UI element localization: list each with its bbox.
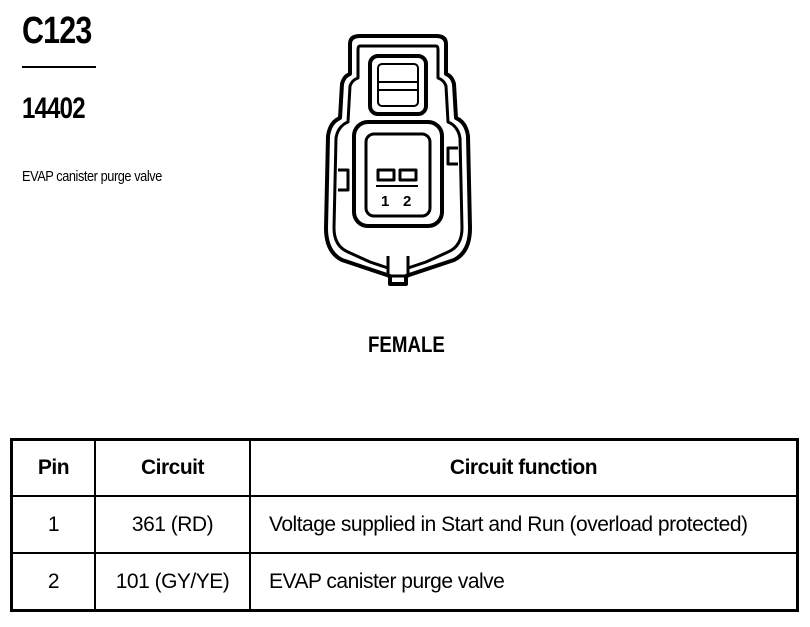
connector-face-diagram: 1 2 [324,34,472,286]
circuit-cell: 101 (GY/YE) [94,552,251,612]
cavity-1 [376,168,396,182]
table-header-row: Pin Circuit Circuit function [10,438,799,497]
locking-tab-inner [377,63,419,107]
title-divider [22,66,96,68]
terminal-block-outer [352,120,444,228]
connector-id: C123 [22,10,92,52]
connector-housing-outline [324,34,472,286]
table-row: 1 361 (RD) Voltage supplied in Start and… [10,495,799,554]
header-circuit: Circuit [94,438,251,497]
cavity-1-label: 1 [381,193,389,210]
pin-table: Pin Circuit Circuit function 1 361 (RD) … [10,438,799,612]
pin-cell: 1 [10,495,96,554]
part-number: 14402 [22,92,86,125]
circuit-cell: 361 (RD) [94,495,251,554]
connector-description: EVAP canister purge valve [22,168,162,185]
header-circuit-function: Circuit function [249,438,799,497]
cavity-2 [398,168,418,182]
connector-housing-inner-outline [332,44,464,278]
left-side-tab [338,168,350,192]
right-side-tab [446,146,458,166]
connector-gender-label: FEMALE [368,332,445,357]
bottom-key [386,256,410,268]
table-row: 2 101 (GY/YE) EVAP canister purge valve [10,552,799,612]
function-cell: EVAP canister purge valve [249,552,799,612]
terminal-block-inner [364,132,432,218]
pin-cell: 2 [10,552,96,612]
function-cell: Voltage supplied in Start and Run (overl… [249,495,799,554]
locking-tab [368,54,428,116]
cavity-2-label: 2 [403,193,411,210]
header-pin: Pin [10,438,96,497]
